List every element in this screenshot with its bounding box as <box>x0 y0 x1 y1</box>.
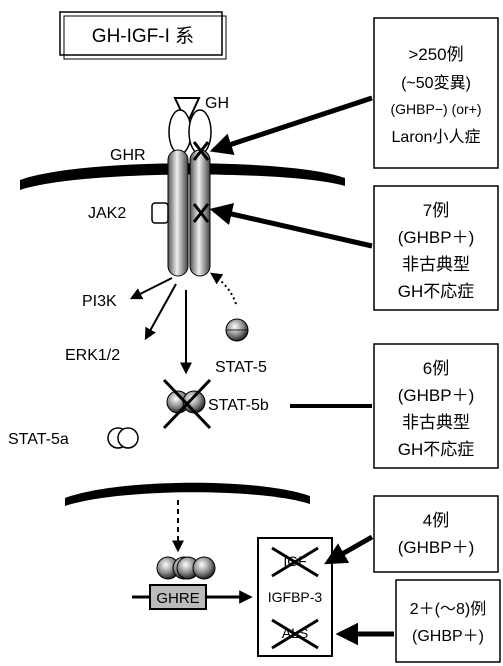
stat5-label: STAT-5 <box>215 359 267 376</box>
box5-line2: (GHBP＋) <box>412 628 484 645</box>
jak2-label: JAK2 <box>88 205 126 222</box>
box2-line3: 非古典型 <box>402 255 470 274</box>
annotation-box-3: 6例 (GHBP＋) 非古典型 GH不応症 <box>374 344 498 468</box>
pi3k-label: PI3K <box>82 293 117 310</box>
box2-line4: GH不応症 <box>398 282 475 301</box>
arrow-box2-to-jak2 <box>214 210 372 246</box>
dotted-arrow-stat5-to-receptor <box>212 274 236 304</box>
annotation-box-2: 7例 (GHBP＋) 非古典型 GH不応症 <box>374 186 498 310</box>
erk-label: ERK1/2 <box>65 347 120 364</box>
stat5a-label: STAT-5a <box>8 431 69 448</box>
arrow-to-erk <box>146 284 176 338</box>
ghr-label: GHR <box>110 147 146 164</box>
annotation-box-1: >250例 (~50変異) (GHBP−) (or+) Laron小人症 <box>374 18 498 168</box>
jak2-box <box>152 203 168 223</box>
arrow-box1-to-ghr <box>214 98 372 150</box>
box1-line2: (~50変異) <box>401 74 471 92</box>
annotation-box-4: 4例 (GHBP＋) <box>374 496 498 572</box>
box1-line4: Laron小人症 <box>392 128 481 146</box>
box3-line1: 6例 <box>423 359 449 378</box>
stat5-dimer-on-ghre <box>157 557 215 579</box>
box2-line2: (GHBP＋) <box>398 228 475 247</box>
ghre-label: GHRE <box>156 590 199 607</box>
stat5b-label: STAT-5b <box>208 397 269 414</box>
annotation-box-5: 2＋(～8)例 (GHBP＋) <box>396 580 500 662</box>
arrow-to-pi3k <box>132 278 172 298</box>
box2-line1: 7例 <box>423 201 449 220</box>
box4-line1: 4例 <box>423 511 449 530</box>
arrow-box4-to-igf <box>328 537 372 562</box>
box3-line3: 非古典型 <box>402 413 470 432</box>
box3-line4: GH不応症 <box>398 440 475 459</box>
stat5a-molecule <box>108 428 138 448</box>
box1-line1: >250例 <box>408 45 463 64</box>
nuclear-membrane <box>65 483 310 506</box>
igfbp3-label: IGFBP-3 <box>268 589 323 605</box>
ghr-receptor <box>168 110 211 276</box>
diagram-title: GH-IGF-I 系 <box>92 25 194 47</box>
box4-line2: (GHBP＋) <box>398 538 475 557</box>
box5-line1: 2＋(～8)例 <box>410 600 486 618</box>
box3-line2: (GHBP＋) <box>398 386 475 405</box>
title-box: GH-IGF-I 系 <box>60 12 226 59</box>
box1-line3: (GHBP−) (or+) <box>390 101 481 117</box>
gh-label: GH <box>205 95 229 112</box>
